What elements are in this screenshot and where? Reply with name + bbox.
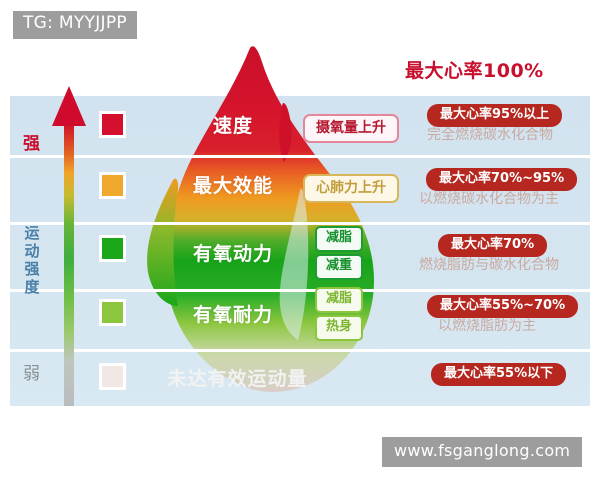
flame-inner-tongue (279, 188, 309, 340)
watermark-bottom-right: www.fsganglong.com (382, 437, 583, 468)
flame-left-tongue (147, 178, 179, 306)
benefit-tag: 减重 (315, 254, 364, 280)
row-divider (10, 155, 590, 158)
benefit-tag: 心肺力上升 (303, 174, 399, 204)
zone-name: 未达有效运动量 (167, 368, 308, 390)
intensity-arrow (52, 86, 86, 406)
benefit-tag: 热身 (315, 315, 364, 341)
heart-rate-badge: 最大心率70%~95% (426, 168, 578, 191)
heart-rate-description: 完全燃烧碳水化合物 (427, 127, 553, 143)
watermark-top-left: TG: MYYJJPP (13, 11, 137, 39)
zone-name: 速度 (212, 115, 253, 137)
zone-swatch (99, 235, 126, 262)
heart-rate-badge: 最大心率95%以上 (427, 104, 563, 127)
row-divider (10, 289, 590, 292)
page-title: 最大心率100% (405, 60, 544, 82)
flame-top-sliver (279, 103, 292, 162)
zone-swatch (99, 111, 126, 138)
zone-name: 有氧动力 (192, 243, 273, 265)
heart-rate-badge: 最大心率55%~70% (427, 295, 579, 318)
zone-swatch (99, 363, 126, 390)
zone-swatch (99, 299, 126, 326)
row-divider (10, 349, 590, 352)
zone-name: 有氧耐力 (192, 304, 273, 326)
row-divider (10, 222, 590, 225)
heart-rate-description: 以燃烧脂肪为主 (438, 318, 536, 334)
axis-label-weak: 弱 (23, 364, 40, 384)
benefit-tag: 摄氧量上升 (303, 114, 399, 144)
zone-name: 最大效能 (192, 175, 273, 197)
heart-rate-badge: 最大心率55%以下 (431, 363, 567, 386)
benefit-tag: 减脂 (315, 226, 364, 252)
benefit-tag: 减脂 (315, 287, 364, 313)
zone-swatch (99, 172, 126, 199)
heart-rate-badge: 最大心率70% (438, 234, 548, 257)
heart-rate-description: 燃烧脂肪与碳水化合物 (419, 257, 559, 273)
heart-rate-description: 以燃烧碳水化合物为主 (419, 191, 559, 207)
axis-label-strong: 强 (23, 134, 40, 154)
axis-label-intensity: 运动强度 (24, 224, 40, 296)
